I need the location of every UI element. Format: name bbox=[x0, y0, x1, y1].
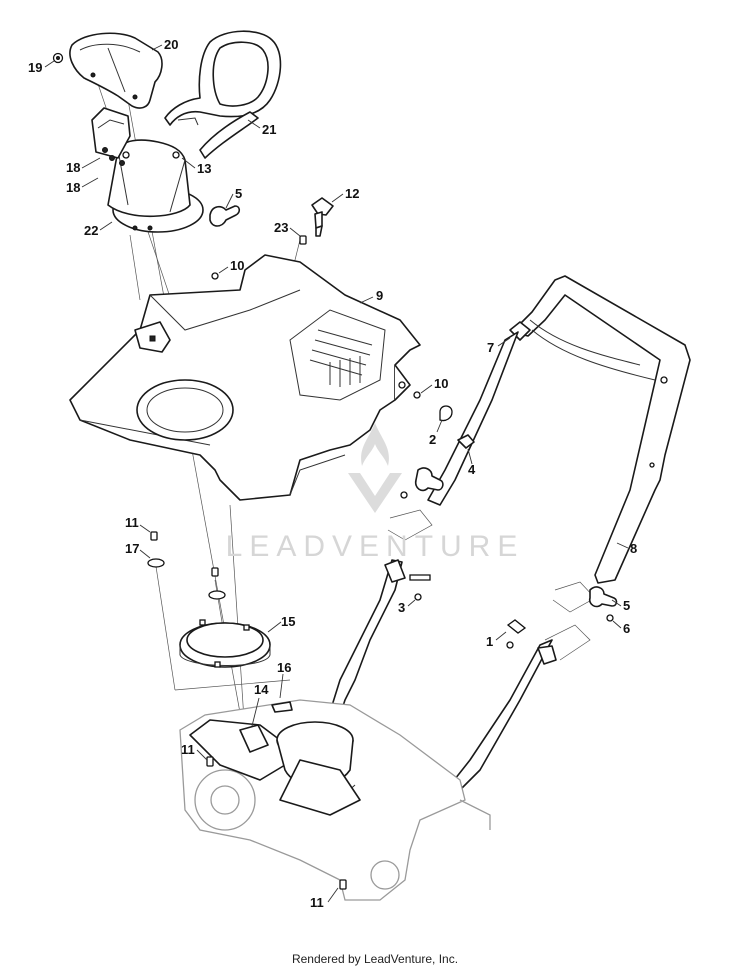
handle-left-tube bbox=[427, 331, 519, 506]
callout-9: 9 bbox=[376, 288, 383, 303]
shroud-screws bbox=[211, 272, 421, 399]
callout-6: 6 bbox=[623, 621, 630, 636]
crank-screw bbox=[299, 235, 307, 245]
auger-housing bbox=[179, 699, 491, 901]
callout-18b: 18 bbox=[66, 180, 80, 195]
callout-13: 13 bbox=[197, 161, 211, 176]
callout-14: 14 bbox=[254, 682, 269, 697]
chute-handle bbox=[164, 30, 282, 159]
callout-19: 19 bbox=[28, 60, 42, 75]
callout-4: 4 bbox=[468, 462, 476, 477]
callout-21: 21 bbox=[262, 122, 276, 137]
callout-3: 3 bbox=[398, 600, 405, 615]
callout-18a: 18 bbox=[66, 160, 80, 175]
chute-deflector bbox=[69, 32, 163, 109]
callout-15: 15 bbox=[281, 614, 295, 629]
render-credit: Rendered by LeadVenture, Inc. bbox=[291, 952, 459, 966]
bolt-stack bbox=[147, 531, 226, 600]
chute-ring bbox=[179, 619, 271, 668]
callout-7: 7 bbox=[487, 340, 494, 355]
shroud-cover bbox=[69, 254, 421, 501]
lower-chute bbox=[91, 107, 204, 233]
chute-knob bbox=[209, 205, 241, 227]
callout-10a: 10 bbox=[230, 258, 244, 273]
crank-button bbox=[311, 197, 334, 237]
callout-labels: 19 20 21 18 18 13 5 22 12 23 10 9 7 10 2… bbox=[28, 37, 637, 910]
callout-12: 12 bbox=[345, 186, 359, 201]
callout-5b: 5 bbox=[623, 598, 630, 613]
callout-11b: 11 bbox=[181, 742, 195, 757]
callout-16: 16 bbox=[277, 660, 291, 675]
watermark-text: LEADVENTURE bbox=[225, 530, 525, 563]
callout-2: 2 bbox=[429, 432, 436, 447]
deflector-nut bbox=[52, 52, 64, 64]
handle-knobs bbox=[400, 467, 618, 622]
callout-1: 1 bbox=[486, 634, 493, 649]
chute-hardware bbox=[122, 151, 180, 159]
callout-11a: 11 bbox=[125, 515, 139, 530]
callout-8: 8 bbox=[630, 541, 637, 556]
callout-23: 23 bbox=[274, 220, 288, 235]
callout-11c: 11 bbox=[310, 895, 324, 910]
handle-hardware bbox=[409, 405, 527, 649]
callout-10b: 10 bbox=[434, 376, 448, 391]
callout-22: 22 bbox=[84, 223, 98, 238]
callout-17: 17 bbox=[125, 541, 139, 556]
callout-20: 20 bbox=[164, 37, 178, 52]
leadventure-logo-icon bbox=[348, 423, 402, 513]
callout-5a: 5 bbox=[235, 186, 242, 201]
leader-lines bbox=[44, 44, 629, 903]
